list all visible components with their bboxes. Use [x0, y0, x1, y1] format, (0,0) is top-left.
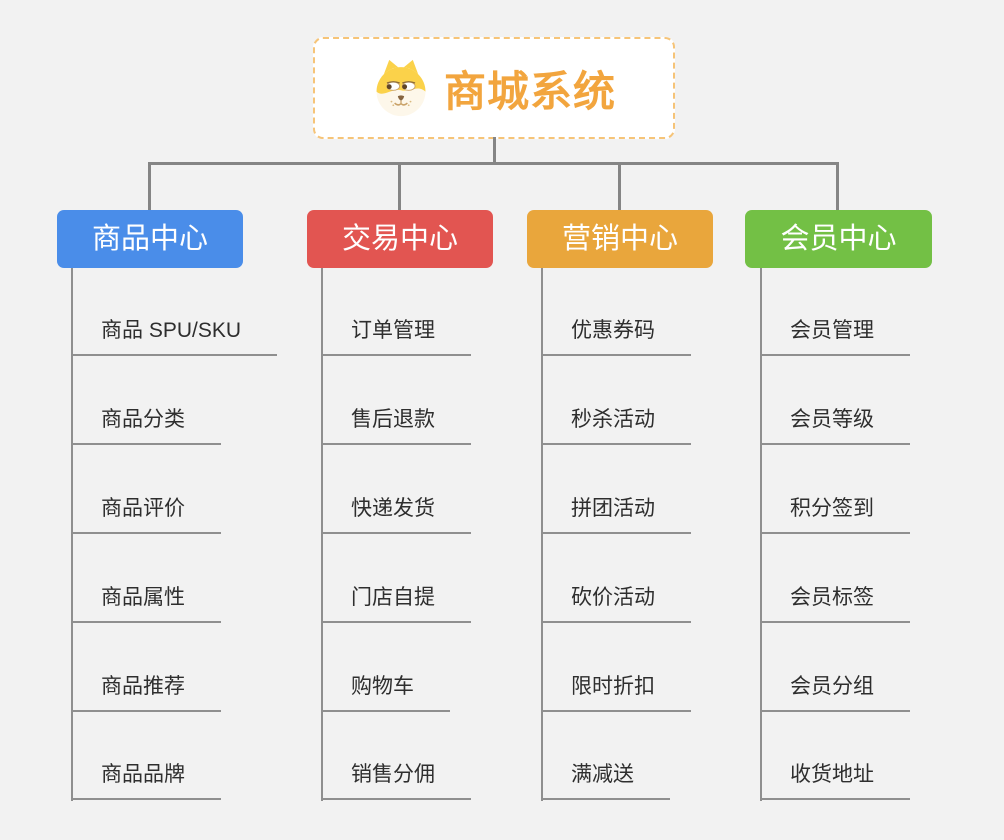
leaf-node[interactable]: 优惠券码 [541, 318, 691, 356]
leaf-node[interactable]: 会员分组 [760, 674, 910, 712]
leaf-node[interactable]: 门店自提 [321, 585, 471, 623]
leaf-node[interactable]: 满减送 [541, 762, 670, 800]
branch-node-product-center[interactable]: 商品中心 [57, 210, 243, 268]
connector-root-stub [493, 137, 496, 164]
connector-spine-marketing [541, 268, 543, 801]
leaf-node[interactable]: 销售分佣 [321, 762, 471, 800]
branch-node-member-center[interactable]: 会员中心 [745, 210, 932, 268]
leaf-node[interactable]: 快递发货 [321, 496, 471, 534]
connector-drop-member [836, 164, 839, 210]
leaf-node[interactable]: 砍价活动 [541, 585, 691, 623]
leaf-node[interactable]: 购物车 [321, 674, 450, 712]
leaf-node[interactable]: 积分签到 [760, 496, 910, 534]
connector-drop-marketing [618, 164, 621, 210]
leaf-node[interactable]: 会员等级 [760, 407, 910, 445]
connector-spine-member [760, 268, 762, 801]
root-node-mall-system[interactable]: 商城系统 [313, 37, 675, 139]
leaf-node[interactable]: 商品评价 [71, 496, 221, 534]
leaf-node[interactable]: 秒杀活动 [541, 407, 691, 445]
leaf-node[interactable]: 商品品牌 [71, 762, 221, 800]
leaf-node[interactable]: 商品属性 [71, 585, 221, 623]
leaf-node[interactable]: 售后退款 [321, 407, 471, 445]
connector-drop-product [148, 164, 151, 210]
leaf-node[interactable]: 商品分类 [71, 407, 221, 445]
leaf-node[interactable]: 会员标签 [760, 585, 910, 623]
connector-horizontal [148, 162, 839, 165]
branch-node-marketing-center[interactable]: 营销中心 [527, 210, 713, 268]
leaf-node[interactable]: 会员管理 [760, 318, 910, 356]
leaf-node[interactable]: 拼团活动 [541, 496, 691, 534]
connector-spine-product [71, 268, 73, 801]
dog-icon [376, 59, 426, 117]
leaf-node[interactable]: 商品 SPU/SKU [71, 318, 278, 356]
leaf-node[interactable]: 商品推荐 [71, 674, 221, 712]
leaf-node[interactable]: 订单管理 [321, 318, 471, 356]
branch-node-trade-center[interactable]: 交易中心 [307, 210, 493, 268]
connector-spine-trade [321, 268, 323, 801]
leaf-node[interactable]: 收货地址 [760, 762, 910, 800]
leaf-node[interactable]: 限时折扣 [541, 674, 691, 712]
root-node-title: 商城系统 [443, 67, 616, 115]
connector-drop-trade [398, 164, 401, 210]
